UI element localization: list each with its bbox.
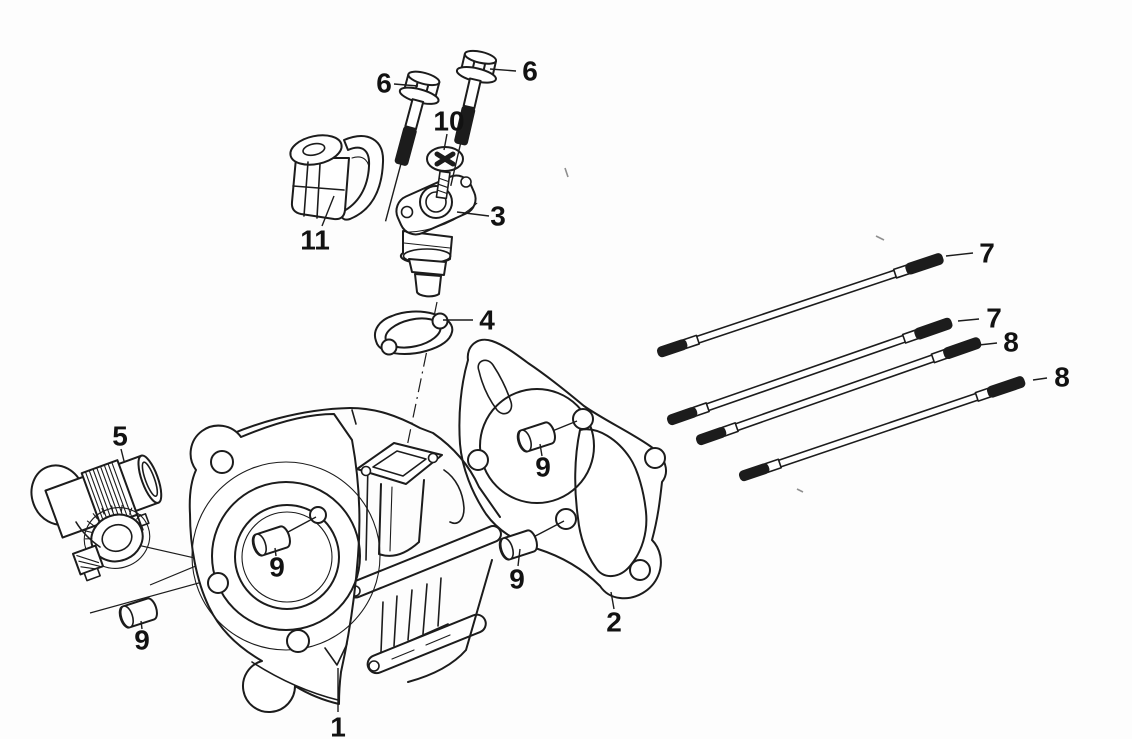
- callout-leader-cylinder-gasket: [610, 591, 615, 610]
- callout-label-3-cam-chain-tensioner: 3: [490, 201, 506, 232]
- callout-leader-cylinder-stud: [978, 342, 998, 346]
- callout-leader-dowel-pin: [274, 547, 277, 557]
- tensioner-gasket: [374, 310, 454, 356]
- callout-label-10-tensioner-screw: 10: [433, 106, 464, 137]
- callout-label-5-hose-elbow: 5: [112, 421, 128, 452]
- callout-label-9-dowel-pin: 9: [134, 625, 150, 656]
- water-hose-elbow: [30, 454, 163, 582]
- stud-8a: [694, 335, 983, 447]
- callout-label-4-tensioner-gasket: 4: [479, 305, 495, 336]
- callout-leader-cylinder-stud: [1032, 377, 1048, 381]
- callout-label-2-cylinder-gasket: 2: [606, 607, 622, 638]
- callout-leader-cylinder-stud: [945, 252, 974, 257]
- tensioner-screw: [426, 146, 464, 200]
- callout-leader-flange-bolt: [393, 83, 419, 87]
- callout-label-6-flange-bolt: 6: [376, 68, 392, 99]
- callout-leader-flange-bolt: [489, 68, 517, 72]
- callout-label-9-dowel-pin: 9: [269, 552, 285, 583]
- callout-label-9-dowel-pin: 9: [509, 564, 525, 595]
- callout-leader-dowel-pin: [140, 620, 143, 630]
- callout-label-6-flange-bolt: 6: [522, 56, 538, 87]
- callout-label-1-cylinder: 1: [330, 712, 346, 739]
- phillips-icon: [434, 151, 456, 167]
- callout-label-11-tensioner-clip: 11: [300, 225, 330, 256]
- callout-label-8-cylinder-stud: 8: [1003, 327, 1019, 358]
- callout-label-7-cylinder-stud: 7: [979, 238, 995, 269]
- flange-bolt-1: [384, 70, 441, 222]
- callout-label-7-cylinder-stud: 7: [986, 303, 1002, 334]
- callout-leader-cylinder-stud: [957, 318, 980, 322]
- hose-clamp-lower: [71, 544, 105, 582]
- callout-leader-cam-chain-tensioner: [456, 211, 490, 217]
- callout-leader-dowel-pin: [539, 443, 543, 457]
- callout-leader-tensioner-screw: [443, 133, 448, 151]
- callout-label-9-dowel-pin: 9: [535, 452, 551, 483]
- cam-chain-tensioner: [395, 174, 478, 298]
- callout-leader-dowel-pin: [517, 548, 521, 567]
- cylinder-block: [188, 407, 502, 714]
- cylinder-gasket: [458, 338, 667, 600]
- callout-label-8-cylinder-stud: 8: [1054, 362, 1070, 393]
- flange-bolt-2: [450, 49, 498, 187]
- callout-leader-tensioner-clip: [321, 195, 335, 227]
- tensioner-clip: [289, 134, 385, 221]
- callout-leader-hose-elbow: [120, 448, 125, 462]
- scan-speckles: [564, 167, 885, 493]
- dowel-pin-2: [496, 527, 541, 563]
- stud-8b: [737, 374, 1027, 484]
